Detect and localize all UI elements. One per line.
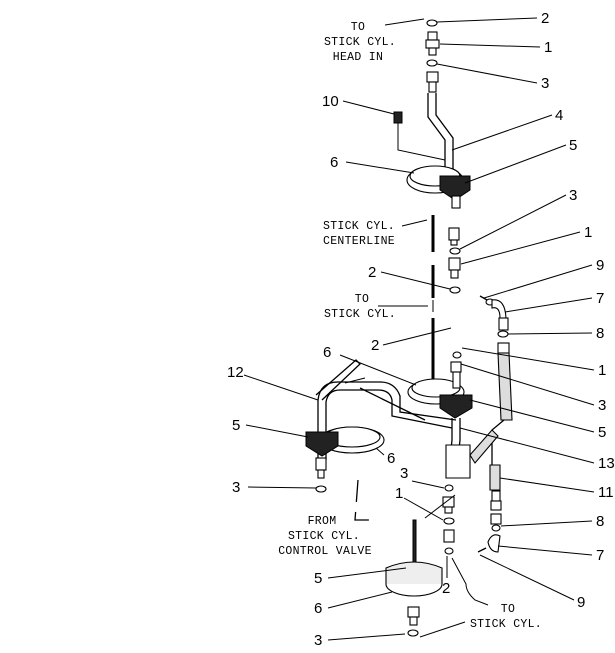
label-from-stick-cyl-control-valve: FROM STICK CYL. CONTROL VALVE — [278, 515, 372, 558]
svg-text:STICK CYL.: STICK CYL. — [470, 618, 542, 631]
callout-7: 7 — [596, 547, 604, 564]
svg-text:FROM: FROM — [308, 515, 337, 528]
svg-text:CENTERLINE: CENTERLINE — [323, 235, 395, 248]
middle-fitting-stack — [448, 227, 461, 294]
svg-text:STICK CYL.: STICK CYL. — [324, 308, 396, 321]
callout-9: 9 — [577, 594, 585, 611]
callout-5: 5 — [314, 570, 322, 587]
svg-text:STICK CYL.: STICK CYL. — [324, 36, 396, 49]
callout-11: 11 — [598, 484, 614, 501]
top-fitting-stack — [425, 19, 440, 93]
svg-text:TO: TO — [355, 293, 369, 306]
label-to-stick-cyl-mid: TO STICK CYL. — [324, 293, 428, 321]
bottom-clamp — [385, 519, 443, 637]
label-stick-cyl-centerline: STICK CYL. CENTERLINE — [323, 219, 428, 248]
callout-13: 13 — [598, 455, 615, 472]
middle-clamp — [407, 378, 473, 419]
callout-6: 6 — [330, 154, 338, 171]
svg-text:TO: TO — [351, 21, 365, 34]
callout-5: 5 — [232, 417, 240, 434]
svg-text:CONTROL VALVE: CONTROL VALVE — [278, 545, 372, 558]
callout-3: 3 — [314, 632, 322, 649]
svg-text:STICK CYL.: STICK CYL. — [323, 220, 395, 233]
lower-center-fittings — [424, 484, 456, 555]
callout-1: 1 — [395, 485, 403, 502]
callout-8: 8 — [596, 513, 604, 530]
svg-text:STICK CYL.: STICK CYL. — [288, 530, 360, 543]
tube-13 — [445, 351, 499, 479]
callout-1: 1 — [598, 362, 606, 379]
right-elbow-assembly — [479, 295, 513, 511]
callout-6: 6 — [387, 450, 395, 467]
callout-3: 3 — [232, 479, 240, 496]
upper-clamp — [406, 165, 471, 209]
clip-10 — [393, 111, 446, 161]
callout-5: 5 — [598, 424, 606, 441]
callout-2: 2 — [371, 337, 379, 354]
label-to-stick-cyl-head-in: TO STICK CYL. HEAD IN — [324, 18, 425, 64]
callout-3: 3 — [400, 465, 408, 482]
svg-text:TO: TO — [501, 603, 515, 616]
callout-6: 6 — [323, 344, 331, 361]
callout-1: 1 — [584, 224, 592, 241]
callout-4: 4 — [555, 107, 563, 124]
phantom-lines — [344, 377, 426, 521]
callout-2: 2 — [541, 10, 549, 27]
tube-4 — [427, 93, 454, 185]
callout-2: 2 — [442, 580, 450, 597]
callouts: 2 1 3 10 4 6 5 3 1 2 9 7 2 8 6 1 12 — [227, 10, 615, 649]
left-clamp — [305, 426, 385, 493]
svg-text:HEAD IN: HEAD IN — [333, 51, 383, 64]
callout-6: 6 — [314, 600, 322, 617]
label-to-stick-cyl-bottom: TO STICK CYL. — [419, 557, 542, 638]
callout-9: 9 — [596, 257, 604, 274]
callout-3: 3 — [569, 187, 577, 204]
callout-10: 10 — [322, 93, 339, 110]
callout-5: 5 — [569, 137, 577, 154]
callout-7: 7 — [596, 290, 604, 307]
callout-3: 3 — [541, 75, 549, 92]
callout-8: 8 — [596, 325, 604, 342]
callout-3: 3 — [598, 397, 606, 414]
callout-1: 1 — [544, 39, 552, 56]
lower-right-fittings — [477, 513, 502, 553]
callout-12: 12 — [227, 364, 244, 381]
callout-2: 2 — [368, 264, 376, 281]
